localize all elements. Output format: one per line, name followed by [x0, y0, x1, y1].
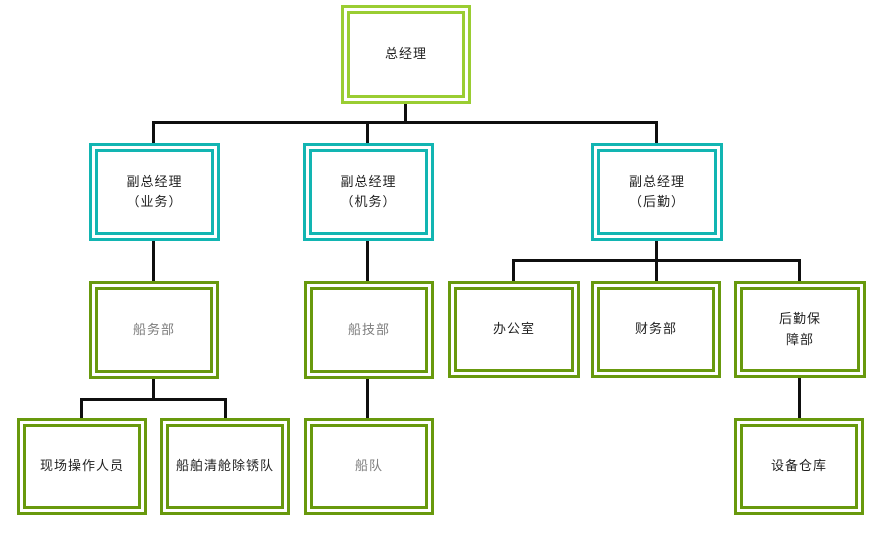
- org-node-finance-dept: 财务部: [591, 281, 721, 378]
- connector-stub-field-operators: [80, 398, 83, 419]
- org-node-equipment-warehouse: 设备仓库: [734, 418, 864, 515]
- connector-shipping-vertical: [152, 377, 155, 400]
- org-node-general-manager: 总经理: [341, 5, 471, 104]
- org-node-office: 办公室: [448, 281, 580, 378]
- org-node-vp-machinery: 副总经理 （机务）: [303, 143, 434, 241]
- org-node-field-operators: 现场操作人员: [17, 418, 147, 515]
- connector-shiptech-to-fleet: [366, 377, 369, 419]
- connector-stub-vp-machinery: [366, 121, 369, 144]
- connector-stub-logistics-support: [798, 259, 801, 282]
- connector-vp-logistics-vertical: [655, 240, 658, 262]
- connector-stub-office: [512, 259, 515, 282]
- org-node-tank-cleaning-rust-removal-team: 船舶清舱除锈队: [160, 418, 290, 515]
- connector-root-horizontal: [152, 121, 658, 124]
- connector-logsup-to-warehouse: [798, 377, 801, 419]
- org-node-logistics-support-dept: 后勤保 障部: [734, 281, 866, 378]
- connector-stub-cleaning-team: [224, 398, 227, 419]
- connector-vp-machinery-to-shiptech: [366, 240, 369, 282]
- org-node-vp-logistics: 副总经理 （后勤）: [591, 143, 723, 241]
- org-node-shipping-dept: 船务部: [89, 281, 219, 379]
- connector-stub-vp-business: [152, 121, 155, 144]
- connector-vp-business-to-shipping: [152, 240, 155, 282]
- org-node-ship-tech-dept: 船技部: [304, 281, 434, 379]
- org-node-vp-business: 副总经理 （业务）: [89, 143, 220, 241]
- connector-root-vertical: [404, 103, 407, 124]
- connector-shipping-horizontal: [80, 398, 227, 401]
- connector-stub-finance: [655, 259, 658, 282]
- connector-stub-vp-logistics: [655, 121, 658, 144]
- org-node-fleet: 船队: [304, 418, 434, 515]
